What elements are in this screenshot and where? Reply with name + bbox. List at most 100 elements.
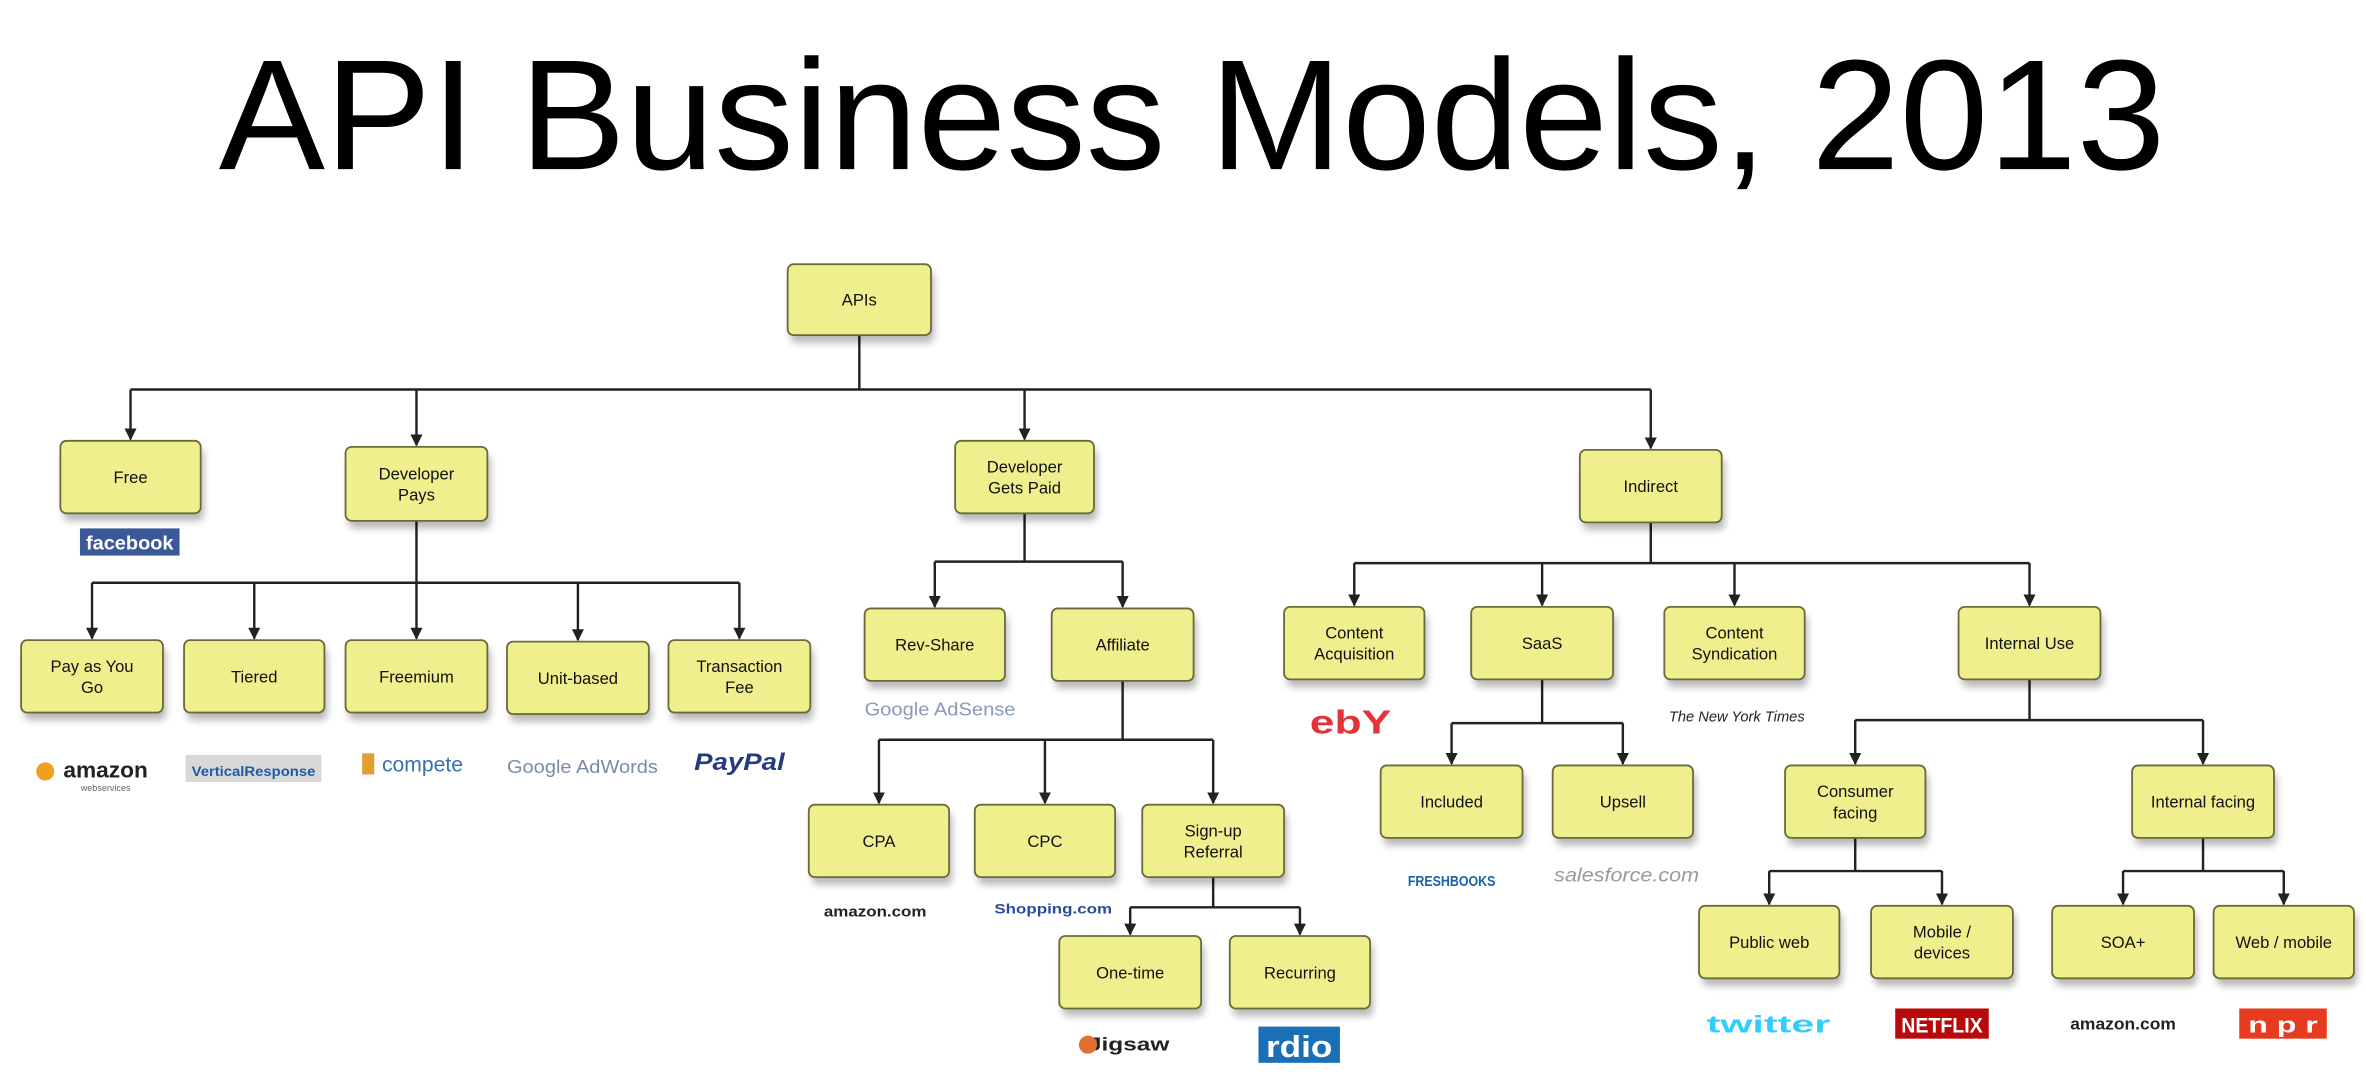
logo-rdio: rdio bbox=[1258, 1026, 1340, 1064]
node-label: Upsell bbox=[1600, 793, 1646, 812]
jigsaw-icon bbox=[1078, 1035, 1097, 1054]
node-label: Web / mobile bbox=[2236, 933, 2333, 952]
node-label: SaaS bbox=[1522, 634, 1563, 653]
logo-amazon-webservices-sub: webservices bbox=[80, 783, 131, 793]
logo-shopping: Shopping.com bbox=[994, 901, 1112, 916]
svg-text:amazon.com: amazon.com bbox=[824, 903, 927, 920]
logo-paypal: PayPal bbox=[694, 749, 786, 776]
node-label: Tiered bbox=[231, 667, 277, 686]
svg-text:PayPal: PayPal bbox=[694, 749, 786, 776]
node-label: CPC bbox=[1027, 832, 1062, 851]
logo-google-adwords: Google AdWords bbox=[507, 757, 658, 777]
connectors bbox=[86, 335, 2290, 936]
node-label: Recurring bbox=[1264, 963, 1336, 982]
svg-text:FRESHBOOKS: FRESHBOOKS bbox=[1408, 873, 1496, 890]
node-internal-facing: Internal facing bbox=[2131, 764, 2277, 846]
logo-netflix: NETFLIX bbox=[1895, 1008, 1989, 1039]
node-tiered: Tiered bbox=[183, 639, 328, 721]
node-web-mobile: Web / mobile bbox=[2212, 904, 2357, 986]
node-affiliate: Affiliate bbox=[1050, 607, 1197, 689]
node-saas: SaaS bbox=[1470, 605, 1617, 687]
node-label: Internal Use bbox=[1985, 634, 2074, 653]
node-cpa: CPA bbox=[807, 803, 953, 885]
svg-text:ebY: ebY bbox=[1310, 705, 1391, 742]
svg-text:NETFLIX: NETFLIX bbox=[1901, 1015, 1982, 1038]
logo-amazon-soa: amazon.com bbox=[2070, 1015, 2176, 1034]
svg-text:webservices: webservices bbox=[80, 783, 131, 793]
node-label: CPA bbox=[863, 832, 897, 851]
svg-text:amazon.com: amazon.com bbox=[2070, 1015, 2176, 1034]
page-title: API Business Models, 2013 bbox=[219, 28, 2166, 203]
svg-text:The New York Times: The New York Times bbox=[1669, 709, 1805, 726]
node-label: Included bbox=[1420, 793, 1483, 812]
svg-text:Google AdSense: Google AdSense bbox=[865, 700, 1016, 720]
logo-twitter: twitter bbox=[1707, 1012, 1832, 1039]
node-label: One-time bbox=[1096, 963, 1164, 982]
logo-compete: compete bbox=[382, 753, 463, 776]
svg-text:compete: compete bbox=[382, 753, 463, 776]
svg-text:salesforce.com: salesforce.com bbox=[1554, 865, 1699, 887]
logo-freshbooks: FRESHBOOKS bbox=[1408, 873, 1496, 890]
svg-text:facebook: facebook bbox=[86, 533, 174, 555]
svg-text:VerticalResponse: VerticalResponse bbox=[192, 764, 316, 779]
node-label: Public web bbox=[1729, 933, 1809, 952]
node-upsell: Upsell bbox=[1551, 764, 1697, 846]
node-one-time: One-time bbox=[1058, 935, 1205, 1017]
node-rev-share: Rev-Share bbox=[863, 607, 1008, 689]
svg-text:Jigsaw: Jigsaw bbox=[1088, 1035, 1171, 1055]
node-indirect: Indirect bbox=[1578, 448, 1725, 530]
node-label: Unit-based bbox=[538, 669, 618, 688]
svg-text:rdio: rdio bbox=[1266, 1031, 1332, 1064]
node-internal-use: Internal Use bbox=[1957, 605, 2104, 687]
svg-text:n p r: n p r bbox=[2248, 1013, 2318, 1038]
node-label: Affiliate bbox=[1096, 636, 1150, 655]
node-public-web: Public web bbox=[1698, 904, 1843, 986]
logo-amazon-cpa: amazon.com bbox=[824, 903, 927, 920]
node-label: SOA+ bbox=[2101, 933, 2146, 952]
logo-npr: n p r bbox=[2239, 1008, 2327, 1039]
logo-nyt: The New York Times bbox=[1669, 709, 1805, 726]
compete-icon bbox=[362, 753, 375, 775]
node-label: Indirect bbox=[1624, 477, 1679, 496]
svg-text:amazon: amazon bbox=[63, 757, 148, 782]
node-included: Included bbox=[1379, 764, 1526, 846]
logo-amazon-webservices: amazon bbox=[63, 757, 148, 782]
node-recurring: Recurring bbox=[1228, 935, 1374, 1017]
node-mobile-devices: Mobile /devices bbox=[1870, 904, 2016, 986]
node-label: Mobile /devices bbox=[1913, 923, 1971, 963]
node-soa: SOA+ bbox=[2051, 904, 2197, 986]
node-label: Rev-Share bbox=[895, 636, 974, 655]
node-label: Freemium bbox=[379, 667, 454, 686]
node-label: Internal facing bbox=[2151, 793, 2255, 812]
node-label: APIs bbox=[842, 291, 877, 310]
svg-text:twitter: twitter bbox=[1707, 1012, 1832, 1039]
logo-ebay: ebY bbox=[1310, 705, 1391, 742]
node-label: Free bbox=[113, 468, 147, 487]
node-apis: APIs bbox=[786, 263, 935, 343]
logo-salesforce: salesforce.com bbox=[1554, 865, 1699, 887]
aws-cube-icon bbox=[36, 762, 55, 781]
logo-google-adsense: Google AdSense bbox=[865, 700, 1016, 720]
svg-text:Google AdWords: Google AdWords bbox=[507, 757, 658, 777]
logo-jigsaw: Jigsaw bbox=[1088, 1035, 1171, 1055]
node-cpc: CPC bbox=[973, 803, 1119, 885]
svg-text:Shopping.com: Shopping.com bbox=[994, 901, 1112, 916]
